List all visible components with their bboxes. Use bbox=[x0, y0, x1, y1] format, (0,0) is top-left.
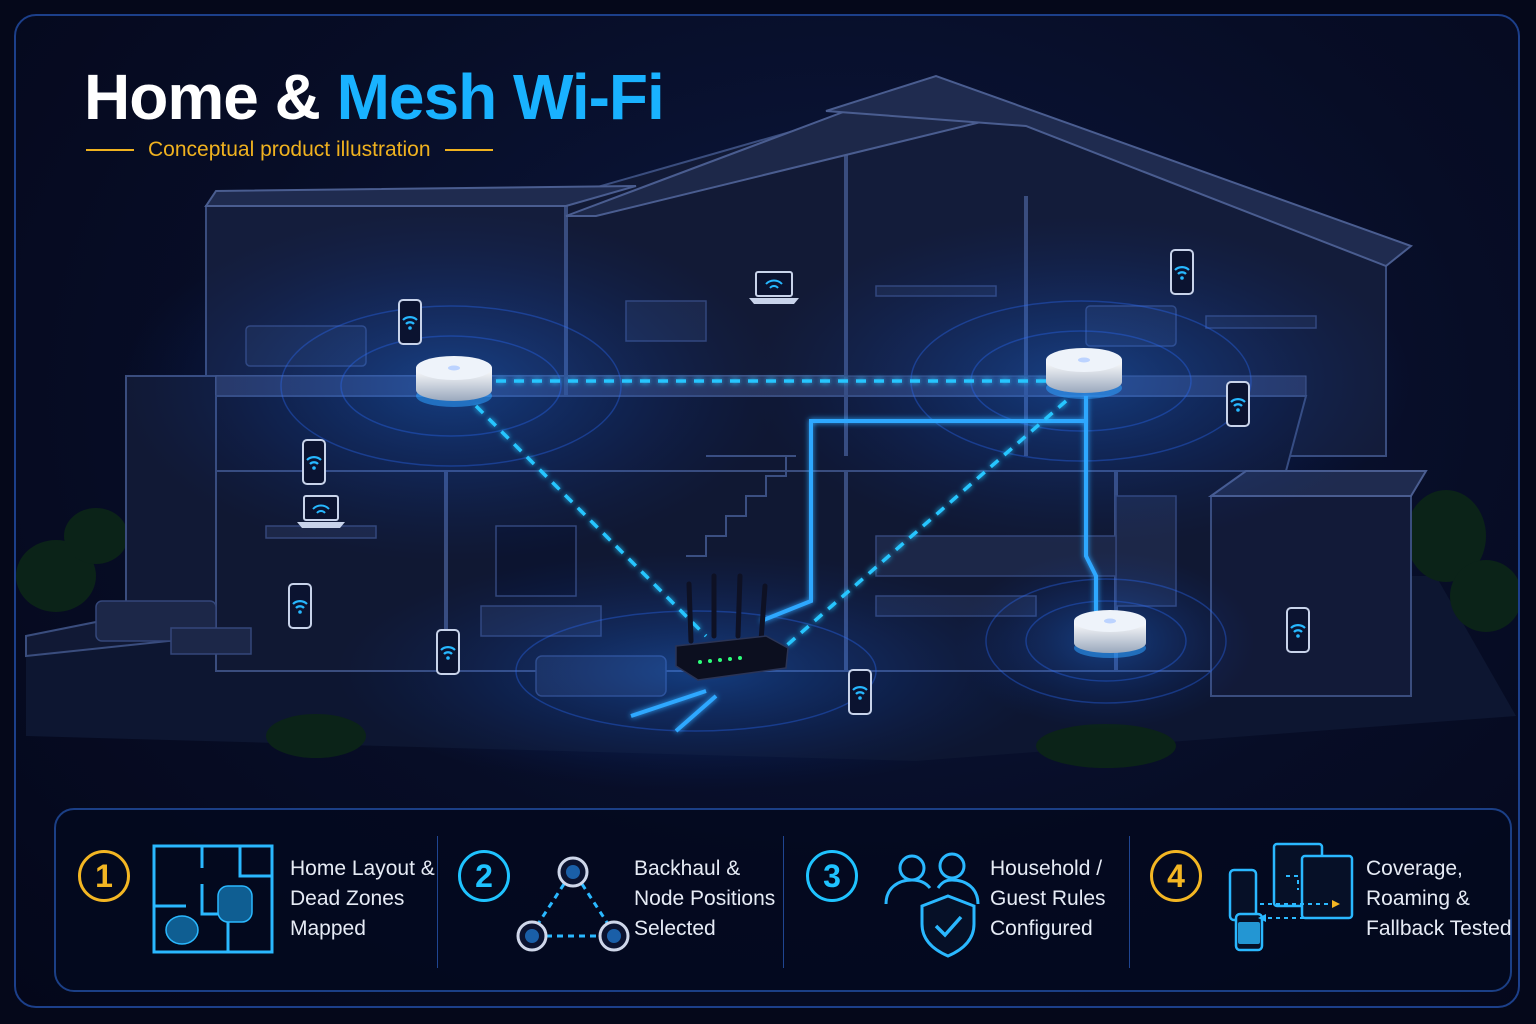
wireless-backhaul-links bbox=[474, 379, 1068, 648]
mesh-node-icon bbox=[1074, 610, 1146, 658]
subtitle-text: Conceptual product illustration bbox=[148, 138, 431, 161]
step-label-line: Configured bbox=[990, 917, 1093, 940]
users-shield-icon bbox=[884, 852, 980, 958]
laptop-icon bbox=[749, 271, 799, 304]
step-4: 4 Coverage, Roaming & bbox=[1130, 810, 1512, 994]
smartphone-icon bbox=[435, 628, 461, 676]
smartphone-icon bbox=[397, 298, 423, 346]
smartphone-icon bbox=[1225, 380, 1251, 428]
smartphone-icon bbox=[1285, 606, 1311, 654]
page-title: Home & Mesh Wi-Fi bbox=[84, 60, 665, 134]
step-2: 2 Backhaul & Node Positions Selected bbox=[438, 810, 782, 994]
floor-plan-icon bbox=[152, 844, 274, 954]
step-number: 3 bbox=[806, 850, 858, 902]
step-label: Backhaul & Node Positions Selected bbox=[634, 854, 775, 944]
laptop-icon bbox=[297, 495, 345, 528]
step-1: 1 Home Layout & Dead Zones Mapped bbox=[56, 810, 436, 994]
step-label-line: Backhaul & bbox=[634, 857, 741, 880]
smartphone-icon bbox=[287, 582, 313, 630]
node-triangle-icon bbox=[516, 856, 630, 952]
smartphone-icon bbox=[301, 438, 327, 486]
step-label-line: Mapped bbox=[290, 917, 366, 940]
step-number: 2 bbox=[458, 850, 510, 902]
step-3: 3 Household / Guest Rules Configured bbox=[784, 810, 1128, 994]
client-devices bbox=[287, 248, 1311, 716]
infographic-frame: Home & Mesh Wi-Fi Conceptual product ill… bbox=[14, 14, 1520, 1008]
step-label: Household / Guest Rules Configured bbox=[990, 854, 1106, 944]
step-label-line: Fallback Tested bbox=[1366, 917, 1512, 940]
step-label: Coverage, Roaming & Fallback Tested bbox=[1366, 854, 1512, 944]
smartphone-icon bbox=[1169, 248, 1195, 296]
title-white-part: Home & bbox=[84, 61, 321, 133]
subtitle-rule-right bbox=[444, 149, 493, 151]
step-divider bbox=[437, 836, 438, 968]
step-label-line: Node Positions bbox=[634, 887, 776, 910]
subtitle: Conceptual product illustration bbox=[86, 138, 506, 162]
step-label-line: Household / bbox=[990, 857, 1103, 880]
step-divider bbox=[783, 836, 784, 968]
step-number: 1 bbox=[78, 850, 130, 902]
devices-roaming-icon bbox=[1228, 842, 1354, 952]
shrubs bbox=[16, 490, 1518, 768]
router-icon bbox=[675, 573, 789, 681]
step-label-line: Guest Rules bbox=[990, 887, 1106, 910]
smartphone-icon bbox=[847, 668, 873, 716]
step-label-line: Home Layout & bbox=[290, 857, 435, 880]
mesh-node-icon bbox=[416, 356, 492, 407]
step-number: 4 bbox=[1150, 850, 1202, 902]
step-divider bbox=[1129, 836, 1130, 968]
step-label-line: Coverage, bbox=[1366, 857, 1463, 880]
step-label: Home Layout & Dead Zones Mapped bbox=[290, 854, 435, 944]
mesh-node-icon bbox=[1046, 348, 1122, 399]
step-label-line: Dead Zones bbox=[290, 887, 405, 910]
subtitle-rule-left bbox=[86, 149, 134, 151]
step-label-line: Selected bbox=[634, 917, 716, 940]
steps-panel: 1 Home Layout & Dead Zones Mapped 2 bbox=[54, 808, 1512, 992]
step-label-line: Roaming & bbox=[1366, 887, 1470, 910]
house-illustration bbox=[16, 74, 1518, 791]
title-blue-part: Mesh Wi-Fi bbox=[336, 61, 665, 133]
wired-backhaul-links bbox=[630, 396, 1098, 733]
